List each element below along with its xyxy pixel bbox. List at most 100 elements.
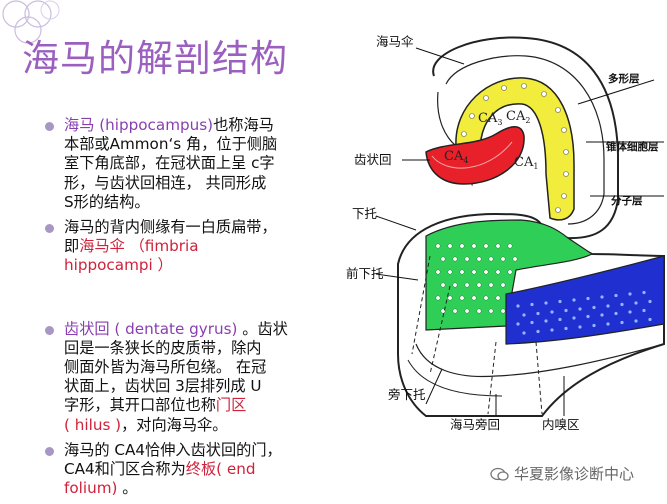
bullet-line: 室下角底部，在冠状面上呈 c字 xyxy=(64,154,336,173)
cell-dot xyxy=(530,302,534,307)
label-ca3: CA3 xyxy=(478,111,502,127)
cell-dot xyxy=(471,295,477,301)
text-segment: 海马伞 （fimbria xyxy=(79,237,199,256)
text-segment: 本部或Ammon‘s 角，位于侧脑 xyxy=(64,135,278,154)
cell-dot xyxy=(452,256,458,262)
cell-dot xyxy=(620,320,624,325)
dentate-red-band xyxy=(425,126,525,185)
label-fimbria: 海马伞 xyxy=(376,34,414,49)
text-segment: 。 xyxy=(117,479,138,498)
cell-dot xyxy=(464,308,470,314)
label-ca1: CA1 xyxy=(514,155,538,171)
cell-dot xyxy=(495,269,501,275)
ca-sub: 3 xyxy=(497,118,502,127)
cell-dot xyxy=(544,319,548,323)
cell-dot xyxy=(471,269,477,275)
bullet-line: 形，与齿状回相连， 共同形成 xyxy=(64,174,336,193)
cell-dot xyxy=(564,308,568,313)
cell-dot xyxy=(600,295,604,299)
bullet-list: 海马 (hippocampus)也称海马本部或Ammon‘s 角，位于侧脑室下角… xyxy=(44,116,336,504)
label-molecular-layer: 分子层 xyxy=(611,194,643,207)
bullet-line: 字形，其开口部位也称门区 xyxy=(64,396,336,415)
text-segment: 侧面外皆为海马所包绕。 在冠 xyxy=(64,358,267,377)
bullet-line: CA4和门区合称为终板( end xyxy=(64,460,336,479)
cell-dot xyxy=(572,316,576,320)
text-segment: CA4和门区合称为 xyxy=(64,460,186,479)
cell-dot xyxy=(620,302,624,307)
bullet-line: folium) 。 xyxy=(64,479,336,498)
cell-dot xyxy=(578,325,582,329)
ca-sub: 4 xyxy=(463,156,468,165)
bullet-line: 即海马伞 （fimbria xyxy=(64,237,336,256)
label-subiculum: 下托 xyxy=(352,206,377,221)
cell-dot xyxy=(544,301,548,305)
cell-dot xyxy=(488,256,494,262)
cell-dot xyxy=(447,269,453,275)
cell-dot xyxy=(550,310,554,314)
cell-dot xyxy=(476,282,482,288)
cell-dot xyxy=(572,298,576,302)
cell-dot xyxy=(550,328,554,332)
text-segment: 海马 (hippocampus) xyxy=(64,116,214,134)
bullet-line: ( hilus )，对向海马伞。 xyxy=(64,416,336,435)
bullet-gap xyxy=(44,282,336,320)
label-entorhinal-area: 内嗅区 xyxy=(542,417,580,432)
cell-dot xyxy=(483,243,489,249)
cell-dot xyxy=(536,311,540,316)
text-segment: folium) xyxy=(64,479,118,498)
bullet-item: 齿状回 ( dentate gyrus) 。齿状回是一条狭长的皮质带，除内侧面外… xyxy=(44,320,336,435)
bullet-line: 齿状回 ( dentate gyrus) 。齿状 xyxy=(64,320,336,339)
cell-dot xyxy=(648,299,652,304)
cell-dot xyxy=(530,320,534,325)
subiculum-green-band xyxy=(425,219,594,331)
text-segment: ，对向海马伞。 xyxy=(121,415,228,434)
cell-dot xyxy=(483,269,489,275)
cell-dot xyxy=(614,293,618,298)
cell-dot xyxy=(522,331,526,335)
cell-dot xyxy=(471,243,477,249)
cell-dot xyxy=(495,243,501,249)
cell-dot xyxy=(536,329,540,334)
bullet-line: hippocampi ） xyxy=(64,256,336,275)
label-dentate-gyrus: 齿状回 xyxy=(354,152,392,167)
cell-dot xyxy=(516,304,520,308)
bullet-dot-icon xyxy=(45,122,54,131)
bullet-line: S形的结构。 xyxy=(64,193,336,212)
text-segment: 即 xyxy=(64,237,80,256)
cell-dot xyxy=(435,295,441,301)
cell-dot xyxy=(600,313,604,317)
cell-dot xyxy=(435,269,441,275)
label-pyramidal-layer: 锥体细胞层 xyxy=(606,140,659,153)
cell-dot xyxy=(642,308,646,313)
bullet-line: 本部或Ammon‘s 角，位于侧脑 xyxy=(64,135,336,154)
text-segment: 终板( end xyxy=(185,460,256,479)
wechat-icon xyxy=(490,467,509,481)
watermark-text: 华夏影像诊断中心 xyxy=(514,465,635,483)
text-segment: 门区 xyxy=(215,396,247,415)
label-polymorphic-layer: 多形层 xyxy=(608,72,640,85)
bullet-line: 海马的背内侧缘有一白质扁带， xyxy=(64,218,336,237)
cell-dot xyxy=(495,295,501,301)
text-segment: ( hilus ) xyxy=(64,415,122,434)
cell-dot xyxy=(648,317,652,322)
text-segment: 齿状回 ( dentate gyrus) xyxy=(64,319,238,338)
cell-dot xyxy=(459,269,465,275)
cell-dot xyxy=(628,310,632,314)
cell-dot xyxy=(440,256,446,262)
cell-dot xyxy=(564,326,568,331)
bullet-line: 海马的 CA4恰伸入齿状回的门， xyxy=(64,441,336,460)
cell-dot xyxy=(634,319,638,323)
cell-dot xyxy=(464,282,470,288)
cell-dot xyxy=(586,296,590,301)
yellow-dots xyxy=(461,83,569,213)
cell-dot xyxy=(483,295,489,301)
cell-dot xyxy=(614,311,618,316)
ca-base: CA xyxy=(478,111,498,126)
cell-dot xyxy=(500,282,506,288)
cell-dot xyxy=(464,256,470,262)
cell-dot xyxy=(488,308,494,314)
boundary-lines xyxy=(411,255,543,415)
